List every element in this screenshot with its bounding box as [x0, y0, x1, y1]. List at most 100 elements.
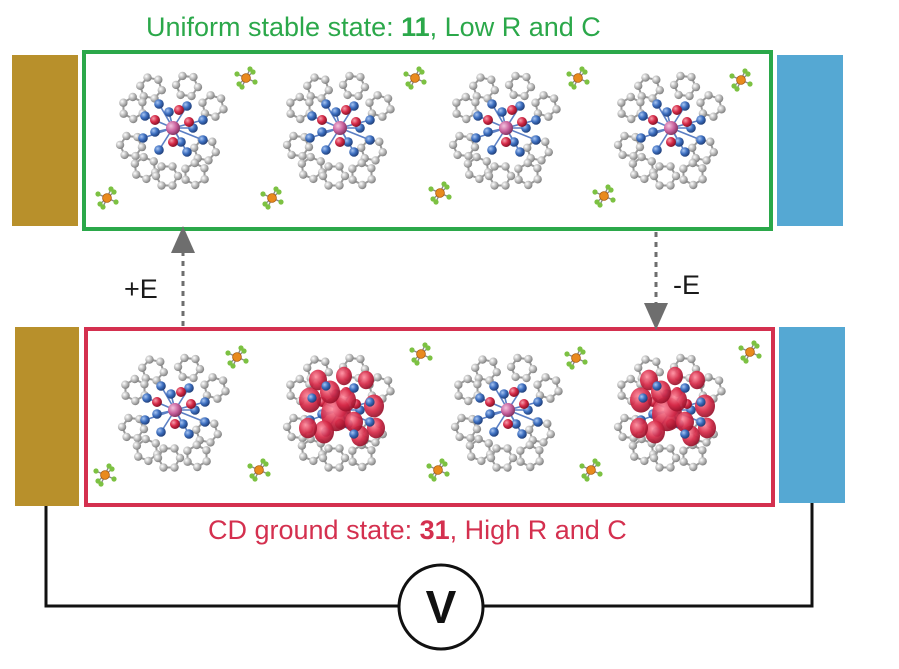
carbon-atom	[478, 355, 487, 364]
carbon-atom	[335, 463, 344, 472]
carbon-atom	[514, 175, 523, 184]
anion-8	[225, 345, 249, 369]
carbon-atom	[688, 143, 697, 153]
ligand-atom	[234, 71, 240, 77]
carbon-atom	[282, 422, 292, 432]
carbon-atom	[122, 131, 131, 141]
carbon-atom	[140, 380, 149, 389]
carbon-atom	[655, 367, 664, 377]
ligand-atom	[595, 461, 601, 467]
carbon-atom	[626, 92, 635, 102]
carbon-atom	[637, 152, 646, 162]
nitrogen-atom	[473, 415, 483, 425]
charge-density-lobe	[630, 417, 648, 439]
ligand-atom	[225, 350, 231, 356]
carbon-atom	[211, 147, 220, 157]
carbon-atom	[119, 98, 128, 107]
left-electrode-top	[12, 55, 78, 226]
carbon-atom	[139, 424, 149, 434]
carbon-atom	[159, 444, 168, 453]
carbon-atom	[464, 151, 473, 161]
ligand-atom	[411, 357, 417, 363]
molecule-bottom-2	[450, 353, 563, 472]
nitrogen-atom	[533, 397, 543, 407]
nitrogen-atom	[182, 101, 192, 111]
nitrogen-atom	[152, 409, 162, 419]
carbon-atom	[666, 444, 675, 453]
carbon-atom	[655, 85, 664, 95]
circuit-wire	[44, 503, 814, 608]
carbon-atom	[475, 174, 484, 184]
carbon-atom	[373, 373, 382, 382]
carbon-atom	[520, 91, 529, 101]
nitrogen-atom	[517, 383, 527, 393]
carbon-atom	[462, 114, 471, 124]
oxygen-atom	[507, 105, 517, 115]
carbon-atom	[200, 164, 209, 173]
carbon-atom	[213, 394, 222, 403]
carbon-atom	[321, 75, 330, 84]
ligand-atom	[243, 358, 249, 364]
carbon-atom	[202, 446, 211, 455]
carbon-atom	[170, 444, 179, 453]
carbon-atom	[132, 441, 142, 450]
carbon-atom	[666, 181, 675, 190]
nitrogen-atom	[638, 393, 648, 403]
carbon-atom	[133, 433, 142, 443]
carbon-atom	[504, 80, 514, 90]
nitrogen-atom	[140, 415, 150, 425]
carbon-atom	[130, 159, 140, 168]
carbon-atom	[358, 462, 367, 472]
ligand-atom	[425, 345, 431, 351]
ligand-atom	[444, 184, 450, 190]
carbon-atom	[190, 143, 199, 153]
nitrogen-atom	[471, 133, 481, 143]
carbon-atom	[142, 174, 151, 184]
ligand-atom	[754, 343, 760, 349]
carbon-atom	[181, 164, 190, 173]
carbon-atom	[671, 453, 681, 463]
nitrogen-atom	[321, 99, 331, 109]
carbon-atom	[666, 162, 675, 171]
ligand-atom	[740, 355, 746, 361]
carbon-atom	[508, 453, 518, 463]
carbon-atom	[524, 354, 533, 364]
carbon-atom	[511, 71, 520, 81]
carbon-atom	[286, 380, 295, 389]
carbon-atom	[516, 446, 525, 455]
ligand-atom	[403, 71, 409, 77]
carbon-atom	[634, 363, 643, 373]
charge-density-lobe	[645, 420, 665, 444]
carbon-atom	[717, 105, 726, 114]
carbon-atom	[674, 90, 683, 100]
nitrogen-atom	[365, 417, 375, 427]
ligand-atom	[227, 360, 233, 366]
carbon-atom	[151, 439, 160, 448]
nitrogen-atom	[138, 133, 148, 143]
oxygen-atom	[509, 387, 519, 397]
uniform-title-number: 11	[401, 12, 430, 42]
nitrogen-atom	[636, 133, 646, 143]
ligand-atom	[580, 349, 586, 355]
carbon-atom	[171, 80, 181, 90]
carbon-atom	[191, 354, 200, 364]
nitrogen-atom	[475, 393, 485, 403]
carbon-atom	[492, 463, 501, 472]
carbon-atom	[138, 98, 147, 107]
carbon-atom	[487, 75, 496, 84]
metal-center	[664, 121, 678, 135]
carbon-atom	[524, 180, 533, 190]
anion-center	[745, 347, 755, 357]
nitrogen-atom	[680, 383, 690, 393]
carbon-atom	[386, 105, 395, 114]
nitrogen-atom	[515, 147, 525, 157]
nitrogen-atom	[156, 427, 166, 437]
ligand-atom	[276, 189, 282, 195]
nitrogen-atom	[154, 145, 164, 155]
carbon-atom	[115, 140, 125, 150]
nitrogen-atom	[349, 147, 359, 157]
carbon-atom	[335, 181, 344, 190]
carbon-atom	[689, 462, 698, 472]
anion-11	[738, 340, 762, 364]
